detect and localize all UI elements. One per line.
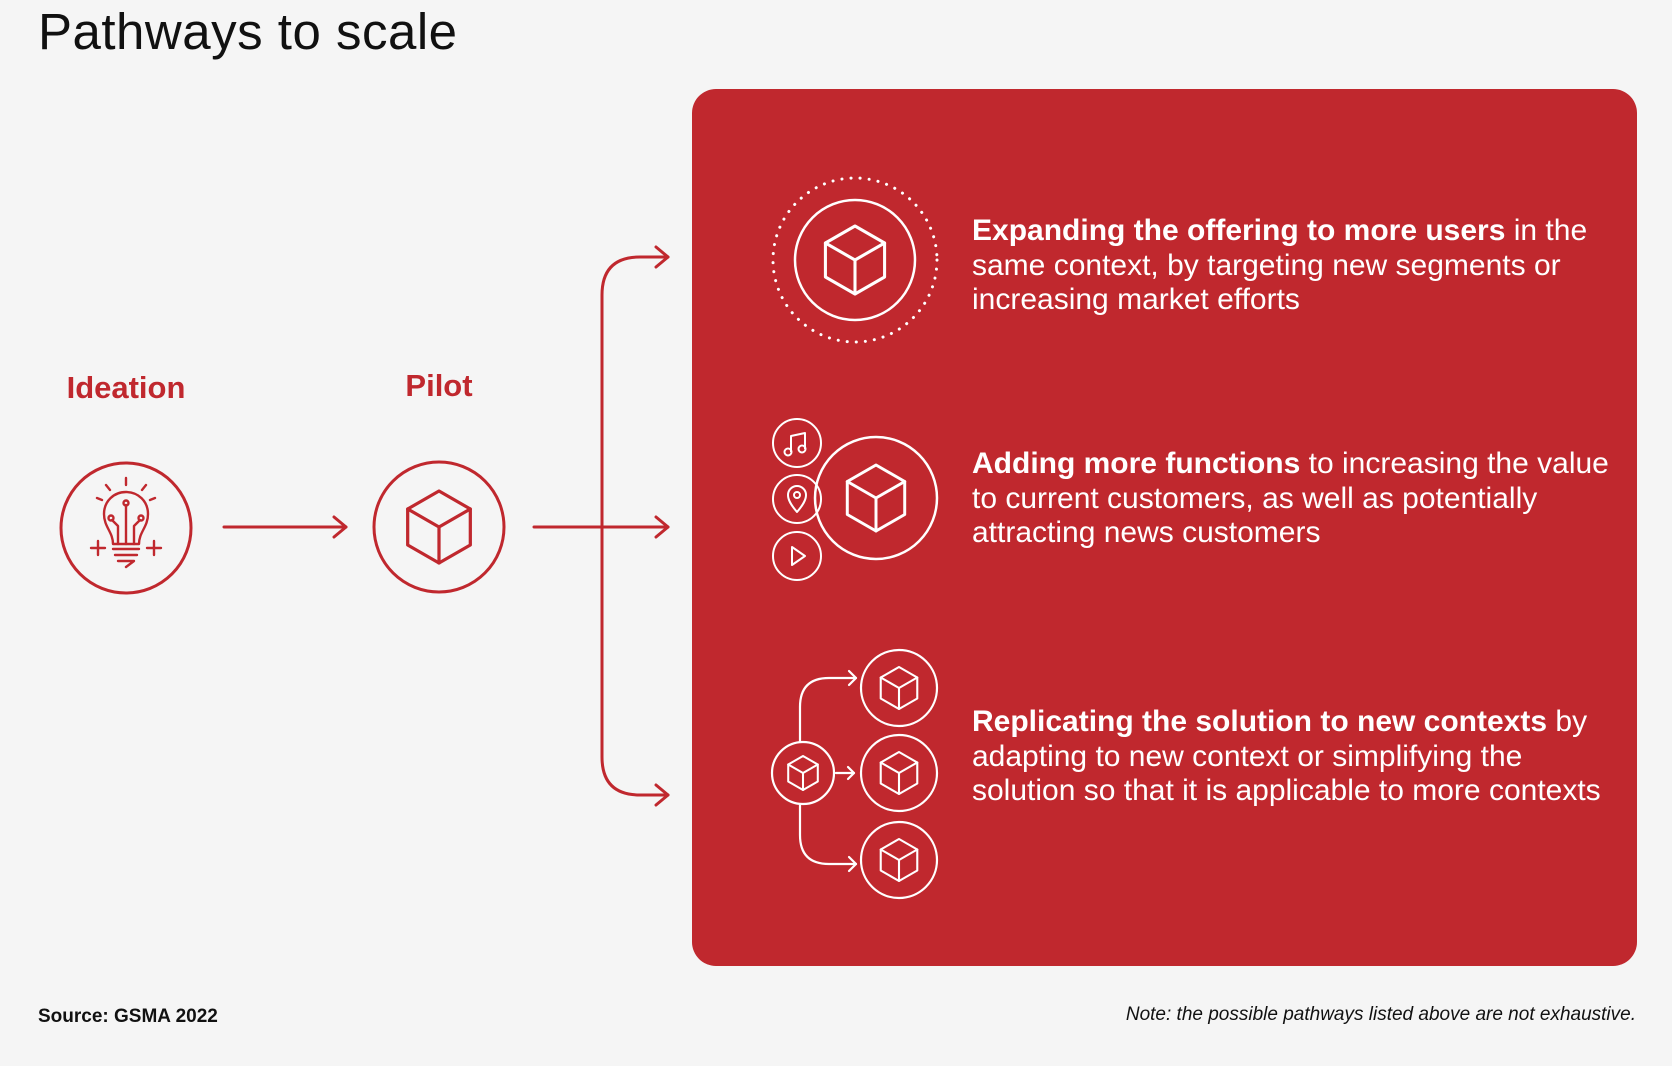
pathway-expand-users-heading: Expanding the offering to more users xyxy=(972,214,1506,247)
add-functions-icon-group xyxy=(772,418,939,581)
stage-label-pilot: Pilot xyxy=(405,368,473,403)
pathway-add-functions-text: Adding more functions to increasing the … xyxy=(972,447,1612,551)
source-citation: Source: GSMA 2022 xyxy=(38,1006,218,1027)
arrow-ideation-to-pilot xyxy=(222,515,348,539)
expand-users-cube-icon xyxy=(771,176,939,344)
pathways-panel xyxy=(692,89,1637,966)
play-icon xyxy=(772,531,822,581)
page-title: Pathways to scale xyxy=(38,3,458,60)
pathway-replicate-contexts-heading: Replicating the solution to new contexts xyxy=(972,705,1548,738)
pilot-cube-icon xyxy=(372,460,506,594)
ideation-lightbulb-icon xyxy=(59,461,193,595)
replicate-contexts-icon-group xyxy=(770,648,939,900)
footnote: Note: the possible pathways listed above… xyxy=(1125,1004,1636,1025)
pathway-expand-users-description: in the same context, by targeting new se… xyxy=(972,214,1588,316)
pathway-replicate-contexts-description: by adapting to new context or simplifyin… xyxy=(972,705,1601,807)
music-note-icon xyxy=(772,418,822,468)
pathway-replicate-contexts-text: Replicating the solution to new contexts… xyxy=(972,705,1612,809)
branch-arrows xyxy=(532,245,670,807)
pathway-add-functions-description: to increasing the value to current custo… xyxy=(972,447,1609,549)
stage-label-ideation: Ideation xyxy=(66,370,186,405)
pathway-expand-users-text: Expanding the offering to more users in … xyxy=(972,214,1612,318)
location-pin-icon xyxy=(772,474,822,524)
pathway-add-functions-heading: Adding more functions xyxy=(972,447,1301,480)
